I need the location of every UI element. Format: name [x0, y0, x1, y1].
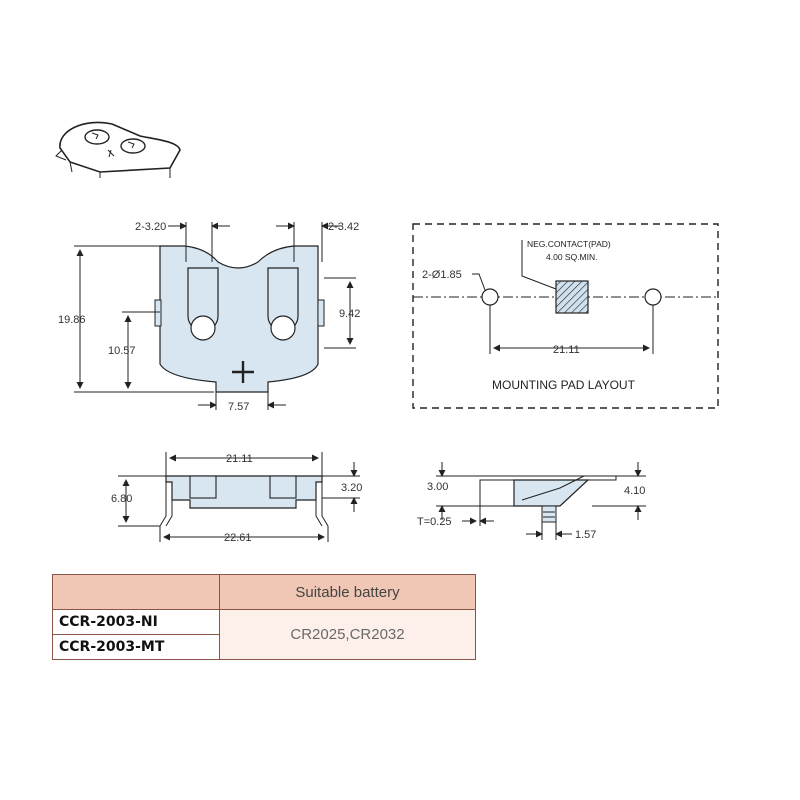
spec-table: Suitable battery CCR-2003-NI CR2025,CR20… — [52, 574, 476, 660]
top-view: 2-3.20 2-3.42 19.86 10.57 9.42 7.57 — [58, 221, 360, 413]
dim-tab-width: 7.57 — [228, 401, 249, 413]
side-dim-thickness: T=0.25 — [417, 516, 452, 528]
hole-dim: 2-Ø1.85 — [422, 269, 462, 281]
neg-contact-pad — [555, 280, 589, 314]
front-dim-right: 3.20 — [341, 482, 362, 494]
model-ni: CCR-2003-NI — [52, 609, 220, 635]
front-dim-height: 6.80 — [111, 493, 132, 505]
pad-hole-left — [481, 288, 499, 306]
suitable-battery-value: CR2025,CR2032 — [219, 609, 476, 660]
front-view: 21.11 6.80 3.20 22.61 — [111, 452, 362, 544]
dim-left-slot: 2-3.20 — [135, 221, 166, 233]
pad-layout-title: MOUNTING PAD LAYOUT — [492, 378, 636, 392]
table-corner — [52, 574, 220, 610]
front-dim-bottom: 22.61 — [224, 532, 252, 544]
product-isometric-sketch — [55, 121, 181, 178]
plus-mark — [232, 361, 254, 383]
side-dim-right: 4.10 — [624, 485, 645, 497]
dim-right-slot: 2-3.42 — [328, 221, 359, 233]
model-mt: CCR-2003-MT — [52, 634, 220, 660]
contact-label-line2: 4.00 SQ.MIN. — [546, 252, 598, 262]
mounting-pad-layout: NEG.CONTACT(PAD) 4.00 SQ.MIN. 2-Ø1.85 21… — [412, 223, 719, 409]
side-view: 3.00 T=0.25 4.10 1.57 — [417, 462, 646, 541]
front-dim-top: 21.11 — [226, 453, 253, 465]
column-header-battery: Suitable battery — [219, 574, 476, 610]
pitch-dim: 21.11 — [553, 344, 580, 356]
dim-height: 19.86 — [58, 314, 86, 326]
dim-mid-height: 10.57 — [108, 345, 136, 357]
dim-right-height: 9.42 — [339, 308, 360, 320]
side-dim-height: 3.00 — [427, 481, 448, 493]
side-dim-pin: 1.57 — [575, 529, 596, 541]
contact-label-line1: NEG.CONTACT(PAD) — [527, 239, 611, 249]
pad-hole-right — [644, 288, 662, 306]
